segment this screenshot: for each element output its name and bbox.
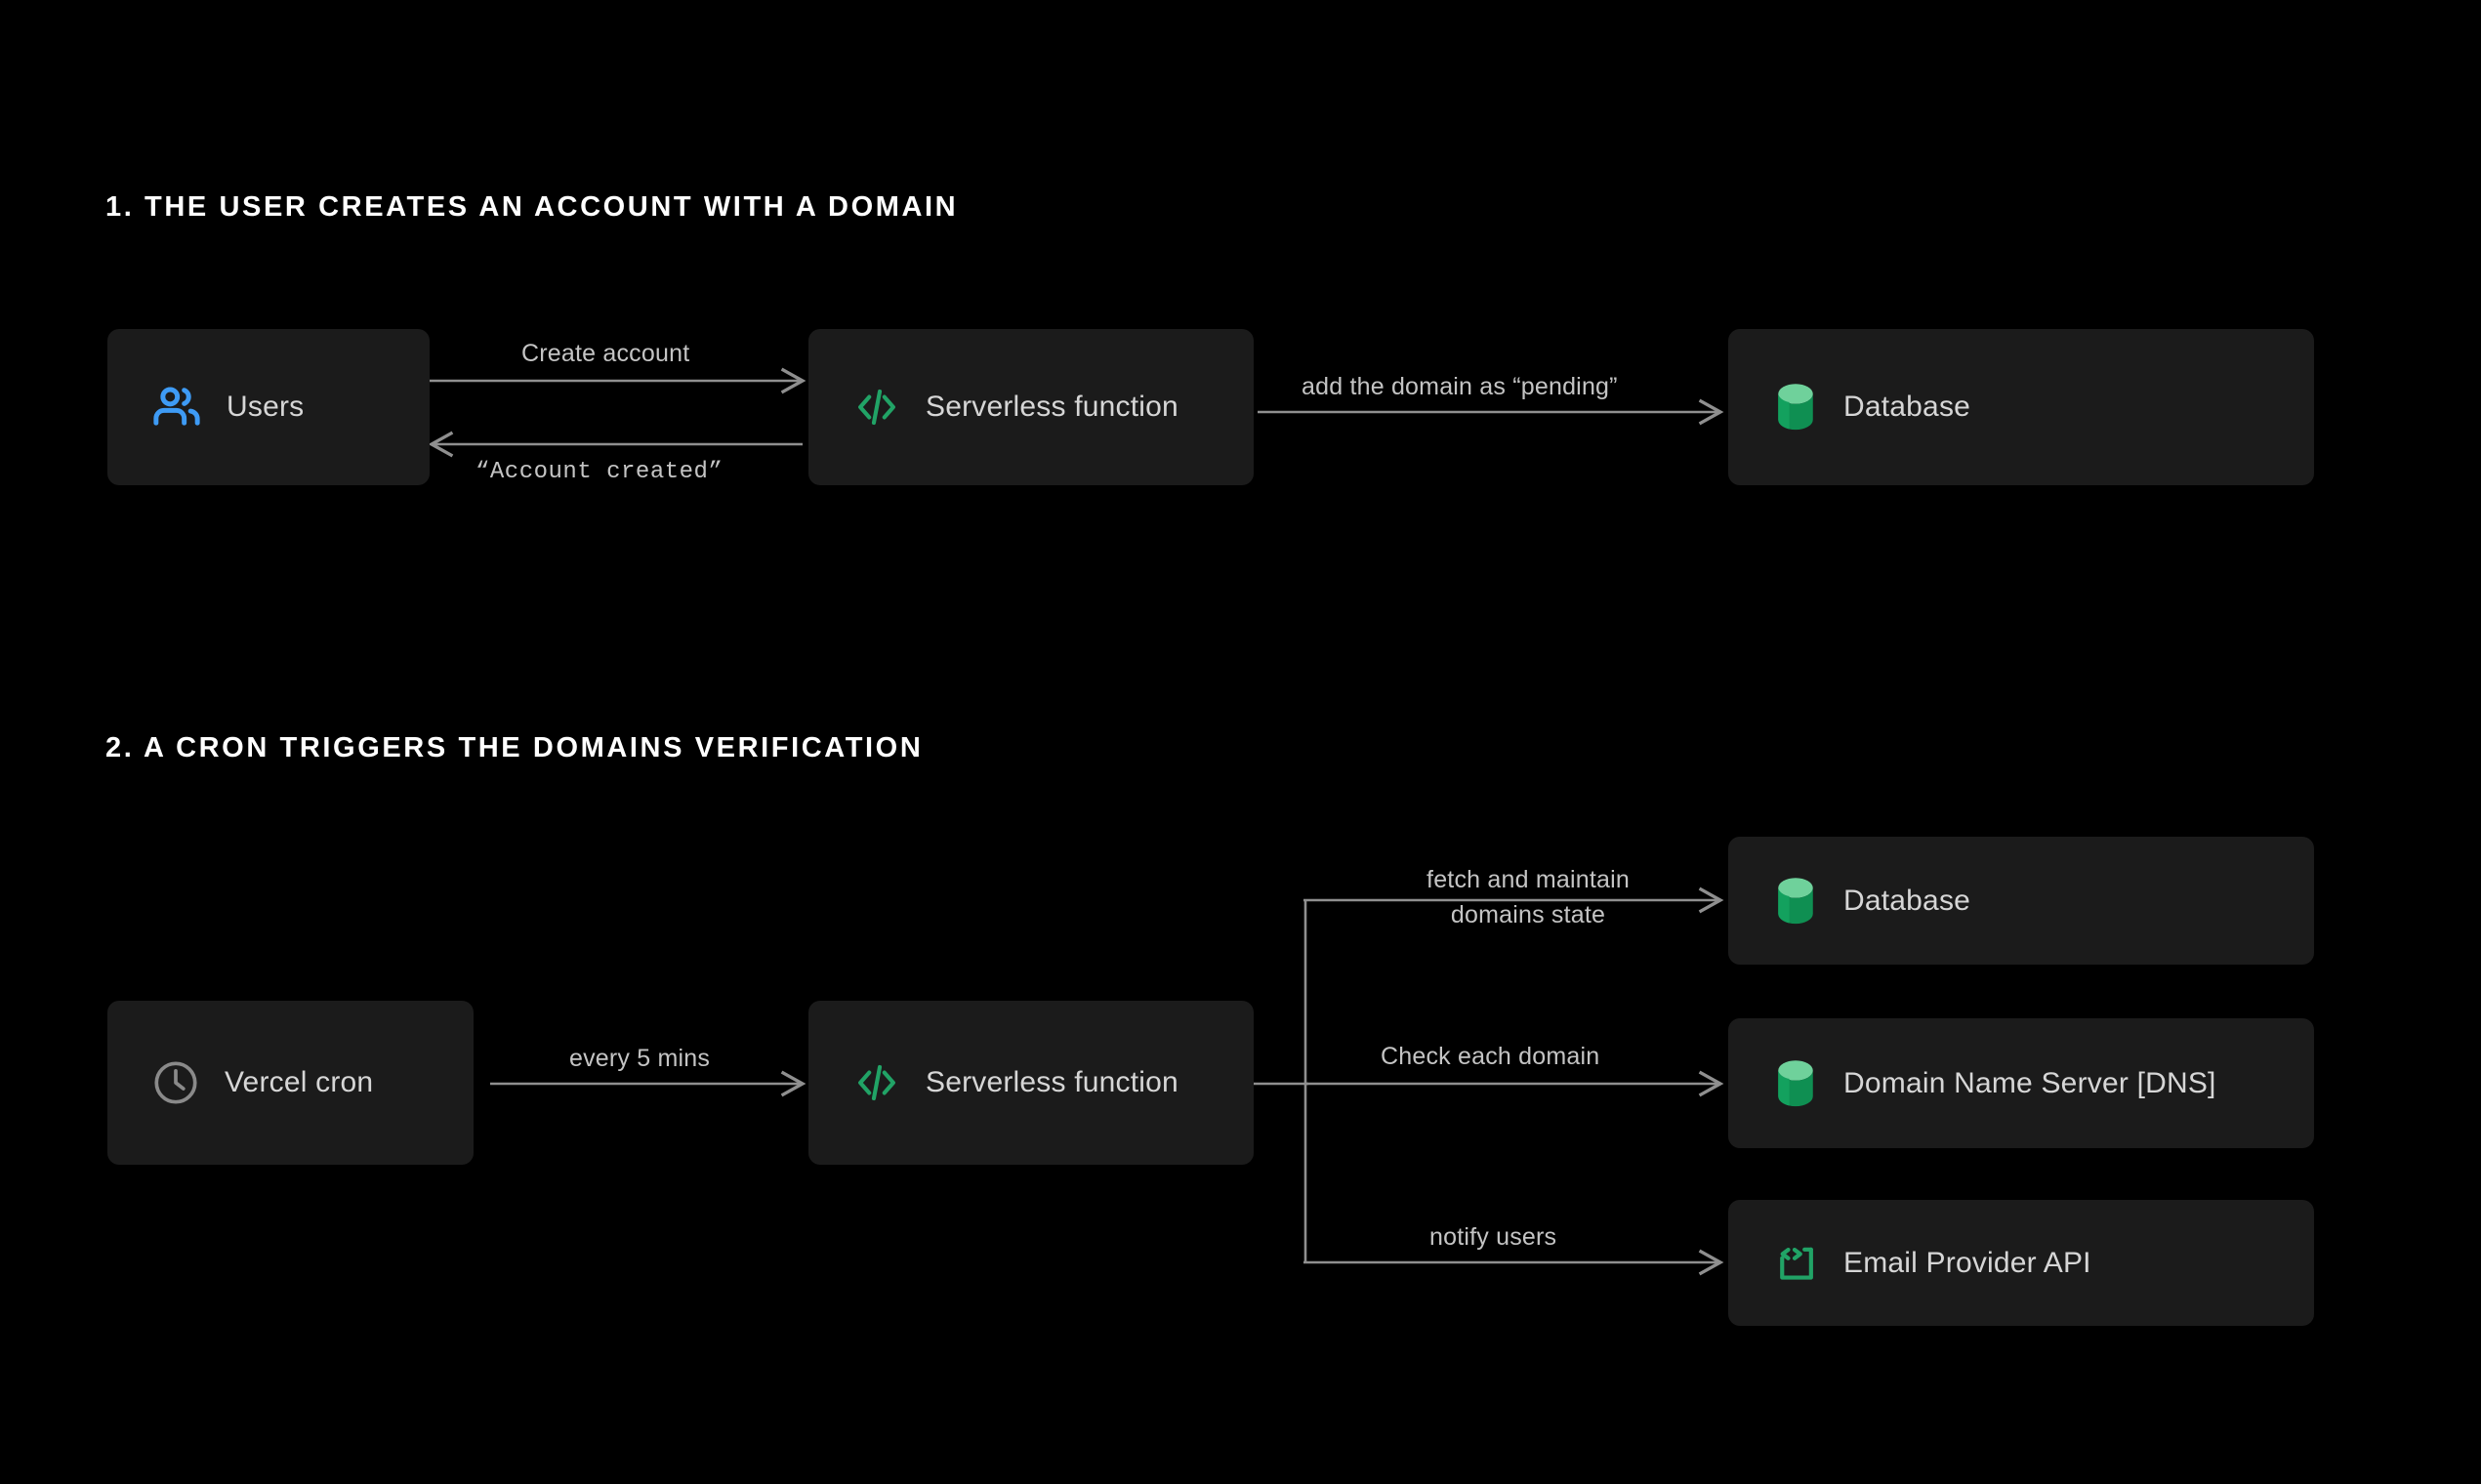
node-email-provider-api-label: Email Provider API [1843,1246,2091,1279]
users-icon [150,381,203,433]
section-2-heading: 2. A CRON TRIGGERS THE DOMAINS VERIFICAT… [105,732,924,763]
code-brackets-icon [851,382,902,433]
edge-label-every-5-mins: every 5 mins [569,1045,711,1072]
node-serverless-function-1-label: Serverless function [926,391,1178,423]
api-bracket-icon [1771,1239,1820,1288]
edge-label-account-created: “Account created” [476,459,724,485]
node-users[interactable]: Users [107,329,430,485]
edge-label-fetch-maintain: fetch and maintain domains state [1372,863,1684,932]
edge-label-create-account: Create account [521,340,690,367]
clock-icon [150,1057,201,1108]
node-email-provider-api[interactable]: Email Provider API [1728,1200,2314,1326]
edge-label-fetch-maintain-line2: domains state [1450,900,1606,928]
database-cylinder-icon [1771,1057,1820,1110]
node-vercel-cron[interactable]: Vercel cron [107,1001,474,1165]
code-brackets-icon [851,1057,902,1108]
section-1-heading: 1. THE USER CREATES AN ACCOUNT WITH A DO… [105,191,959,223]
node-serverless-function-2-label: Serverless function [926,1066,1178,1098]
node-vercel-cron-label: Vercel cron [225,1066,374,1098]
database-cylinder-icon [1771,381,1820,433]
edge-label-fetch-maintain-line1: fetch and maintain [1427,866,1630,893]
database-cylinder-icon [1771,875,1820,928]
edge-label-check-each-domain: Check each domain [1381,1043,1600,1070]
node-users-label: Users [227,391,305,423]
edge-label-add-domain-pending: add the domain as “pending” [1302,373,1618,400]
node-database-1-label: Database [1843,391,1971,423]
edge-label-notify-users: notify users [1429,1223,1557,1251]
node-domain-name-server[interactable]: Domain Name Server [DNS] [1728,1018,2314,1148]
node-serverless-function-1[interactable]: Serverless function [808,329,1254,485]
node-database-2-label: Database [1843,884,1971,917]
node-serverless-function-2[interactable]: Serverless function [808,1001,1254,1165]
node-database-2[interactable]: Database [1728,837,2314,965]
node-domain-name-server-label: Domain Name Server [DNS] [1843,1066,2216,1099]
node-database-1[interactable]: Database [1728,329,2314,485]
